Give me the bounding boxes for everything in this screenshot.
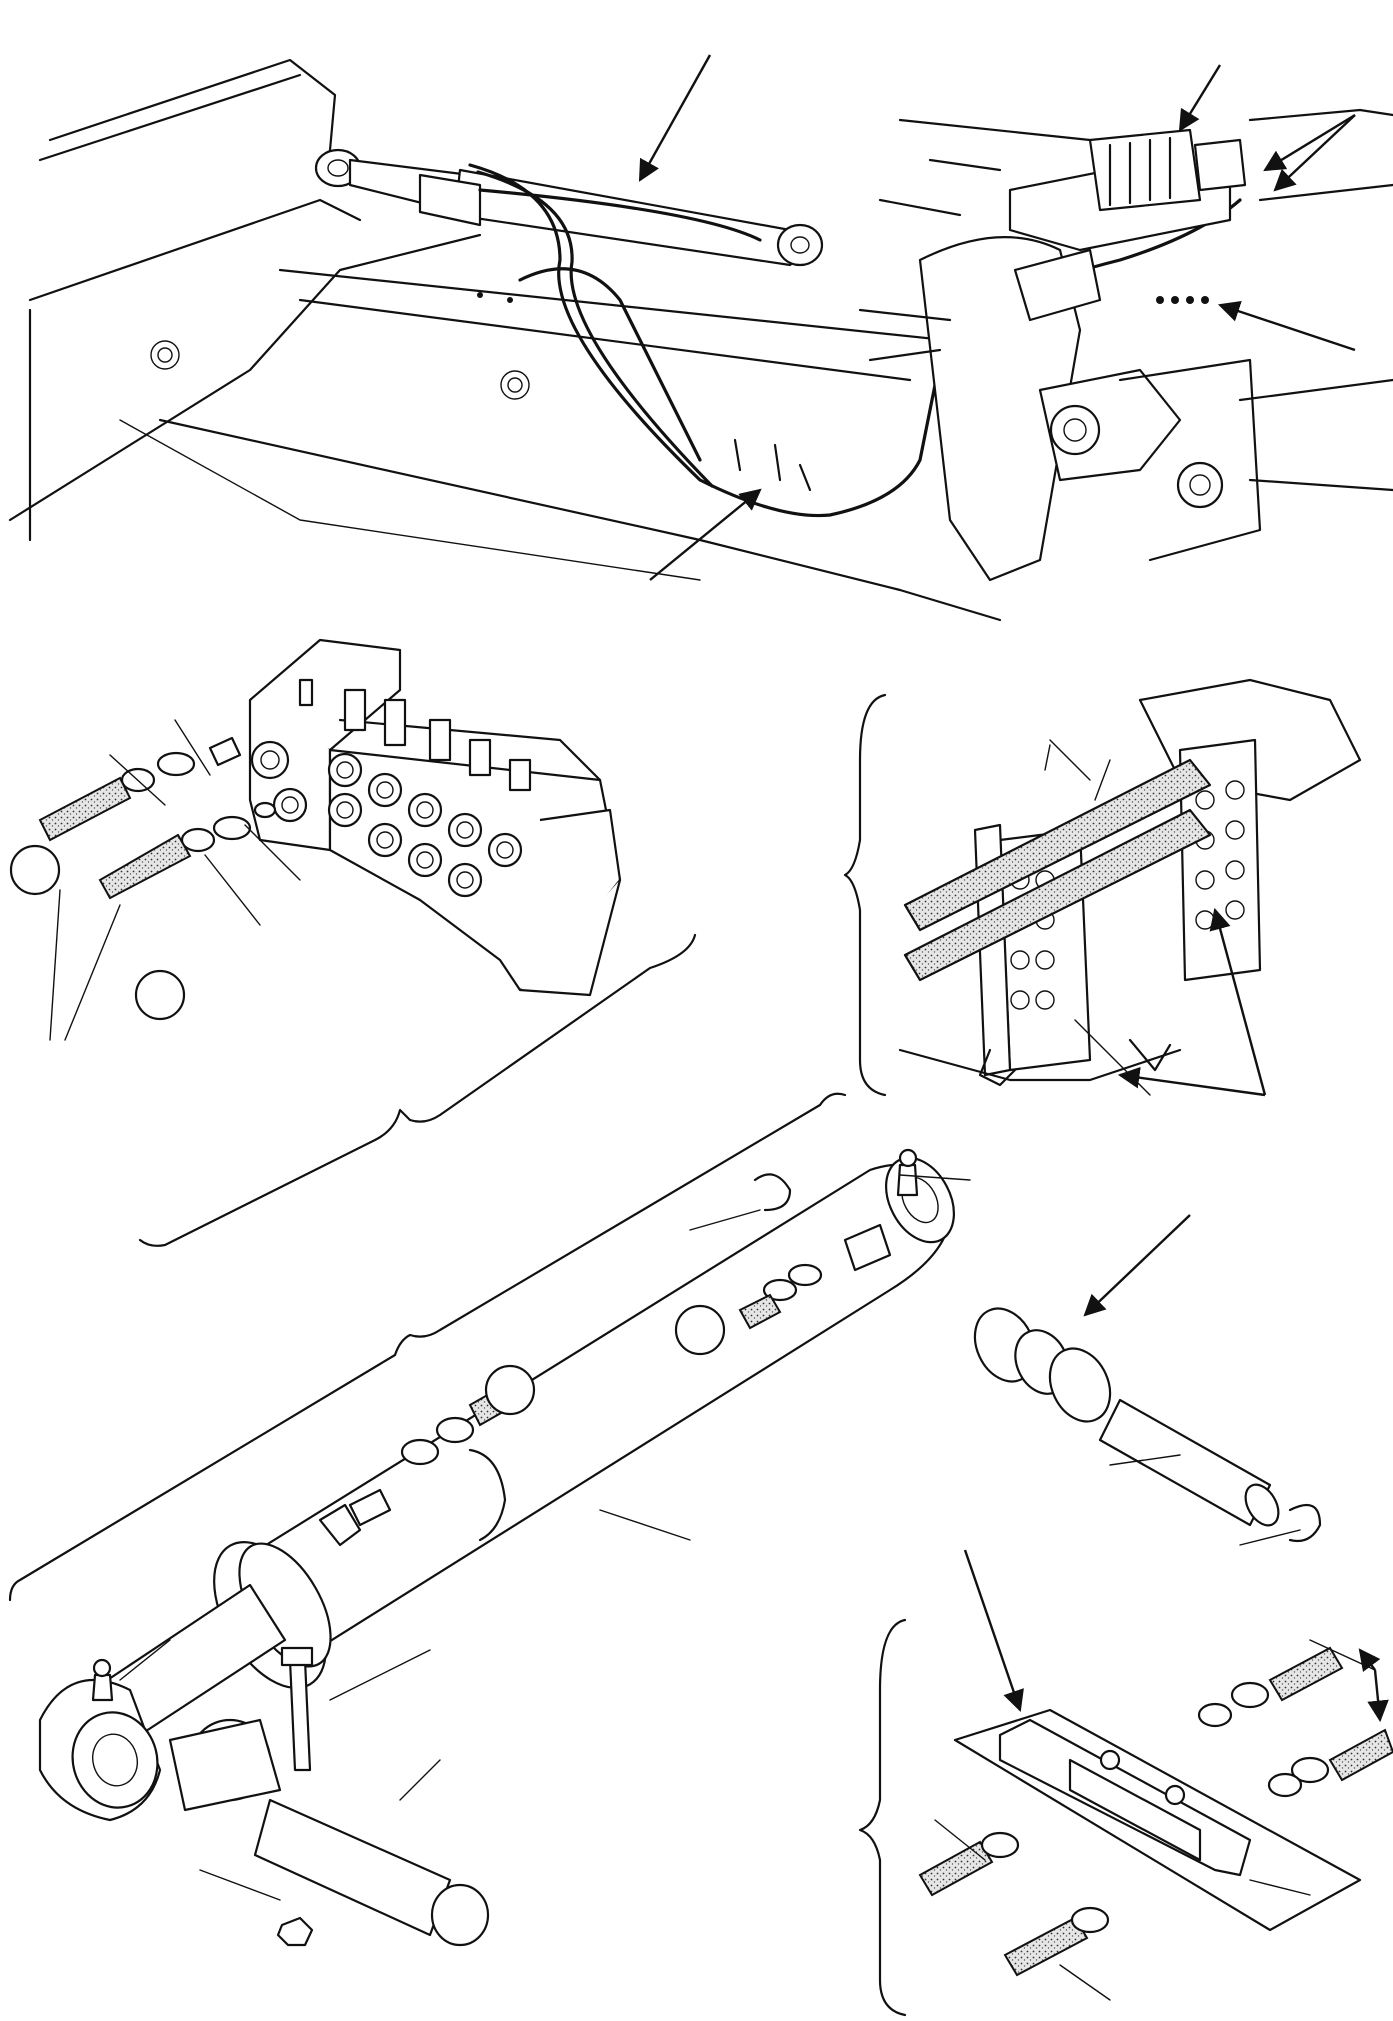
top-lift-cylinder xyxy=(314,148,824,267)
pivot-bracket-assembly xyxy=(858,108,1393,582)
top-hydraulic-hoses xyxy=(468,163,1242,518)
hose-manifold-detail xyxy=(858,1549,1393,2017)
top-callout-arrows xyxy=(638,54,1356,581)
lower-cylinder-exploded xyxy=(8,1092,1322,1947)
hose-clamp-bracket-detail xyxy=(843,678,1362,1097)
machine-frame-view xyxy=(8,54,1393,622)
control-valve-group xyxy=(9,638,697,1247)
